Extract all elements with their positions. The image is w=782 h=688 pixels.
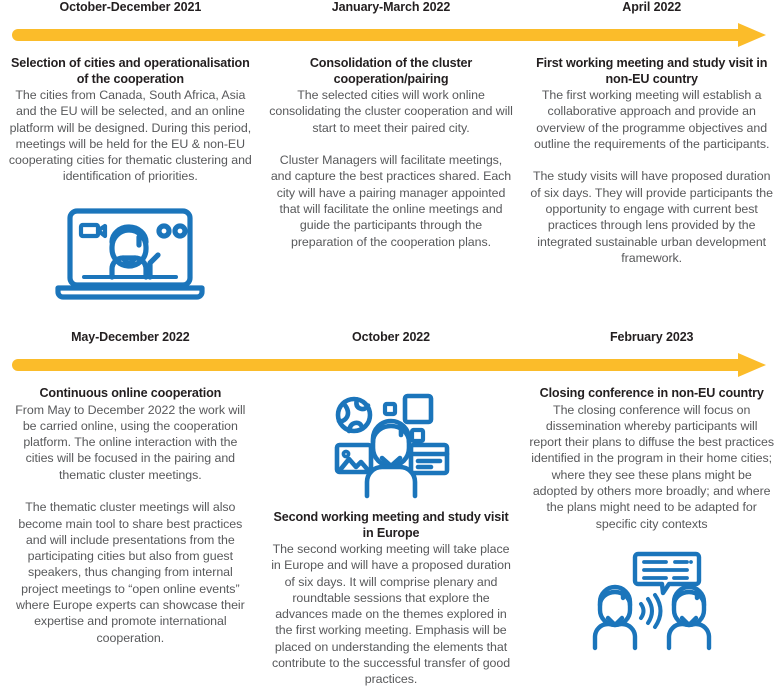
card-title: Closing conference in non-EU country <box>539 386 764 400</box>
period-label-feb-2023: February 2023 <box>609 330 694 344</box>
period-label-oct-dec-2021: October-December 2021 <box>59 0 202 14</box>
card-second-working-meeting: Second working meeting and study visit i… <box>261 378 522 688</box>
card-paragraph: The closing conference will focus on dis… <box>529 402 774 531</box>
arrow-right-icon <box>12 23 766 47</box>
laptop-video-call-icon <box>8 201 253 303</box>
two-people-conversation-icon <box>529 548 774 652</box>
card-title: Consolidation of the cluster cooperation… <box>309 56 473 86</box>
period-label-jan-mar-2022: January-March 2022 <box>331 0 451 14</box>
person-media-icon <box>269 390 514 502</box>
timeline-arrow-bottom <box>0 352 782 378</box>
card-paragraph: The study visits will have proposed dura… <box>530 169 773 265</box>
period-label-may-dec-2022: May-December 2022 <box>71 330 190 344</box>
timeline-row-top: October-December 2021 January-March 2022… <box>0 0 782 330</box>
card-title: Second working meeting and study visit i… <box>273 510 509 540</box>
card-paragraph: The thematic cluster meetings will also … <box>15 500 245 645</box>
card-paragraph: The second working meeting will take pla… <box>271 542 511 687</box>
card-continuous-online-cooperation: Continuous online cooperation From May t… <box>0 378 261 646</box>
arrow-right-icon <box>12 353 766 377</box>
columns-top: Selection of cities and operationalisati… <box>0 48 782 303</box>
columns-bottom: Continuous online cooperation From May t… <box>0 378 782 688</box>
card-selection-of-cities: Selection of cities and operationalisati… <box>0 48 261 303</box>
period-label-oct-2022: October 2022 <box>352 330 431 344</box>
period-label-apr-2022: April 2022 <box>622 0 682 14</box>
card-paragraph: The selected cities will work online con… <box>269 88 513 135</box>
card-paragraph: From May to December 2022 the work will … <box>15 402 246 482</box>
timeline-arrow-top <box>0 22 782 48</box>
period-header-strip-top: October-December 2021 January-March 2022… <box>0 0 782 22</box>
period-header-strip-bottom: May-December 2022 October 2022 February … <box>0 330 782 352</box>
card-title: Continuous online cooperation <box>39 386 222 400</box>
card-closing-conference: Closing conference in non-EU country The… <box>521 378 782 652</box>
card-consolidation-cluster: Consolidation of the cluster cooperation… <box>261 48 522 250</box>
card-paragraph: The cities from Canada, South Africa, As… <box>8 88 252 184</box>
card-title: First working meeting and study visit in… <box>536 56 768 86</box>
card-title: Selection of cities and operationalisati… <box>11 56 250 86</box>
card-paragraph: The first working meeting will establish… <box>533 88 770 151</box>
card-first-working-meeting: First working meeting and study visit in… <box>521 48 782 266</box>
card-paragraph: Cluster Managers will facilitate meeting… <box>270 153 512 249</box>
timeline-row-bottom: May-December 2022 October 2022 February … <box>0 330 782 686</box>
